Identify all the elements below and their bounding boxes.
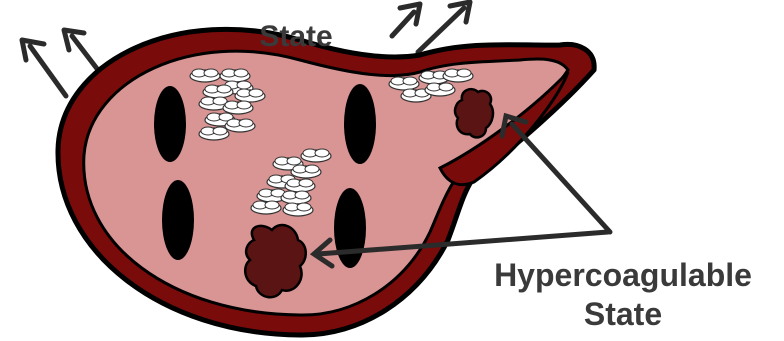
thrombus-large (245, 225, 306, 297)
trabecula-3 (344, 84, 376, 164)
arrow-up-left-2-icon (64, 30, 98, 70)
trabecula-1 (154, 86, 186, 162)
hyper-label-line1: Hypercoagulable (462, 256, 784, 295)
hyper-label-line2: State (462, 295, 784, 334)
pointer-line-to-appendage-thrombus (512, 124, 610, 232)
hypercoagulable-state-label: Hypercoagulable State (462, 256, 784, 334)
trabecula-2 (162, 180, 194, 260)
arrow-up-right-1-icon (392, 4, 420, 36)
trabecula-4 (334, 188, 366, 268)
top-state-label: State (236, 22, 356, 52)
arrow-up-left-1-icon (22, 40, 66, 96)
